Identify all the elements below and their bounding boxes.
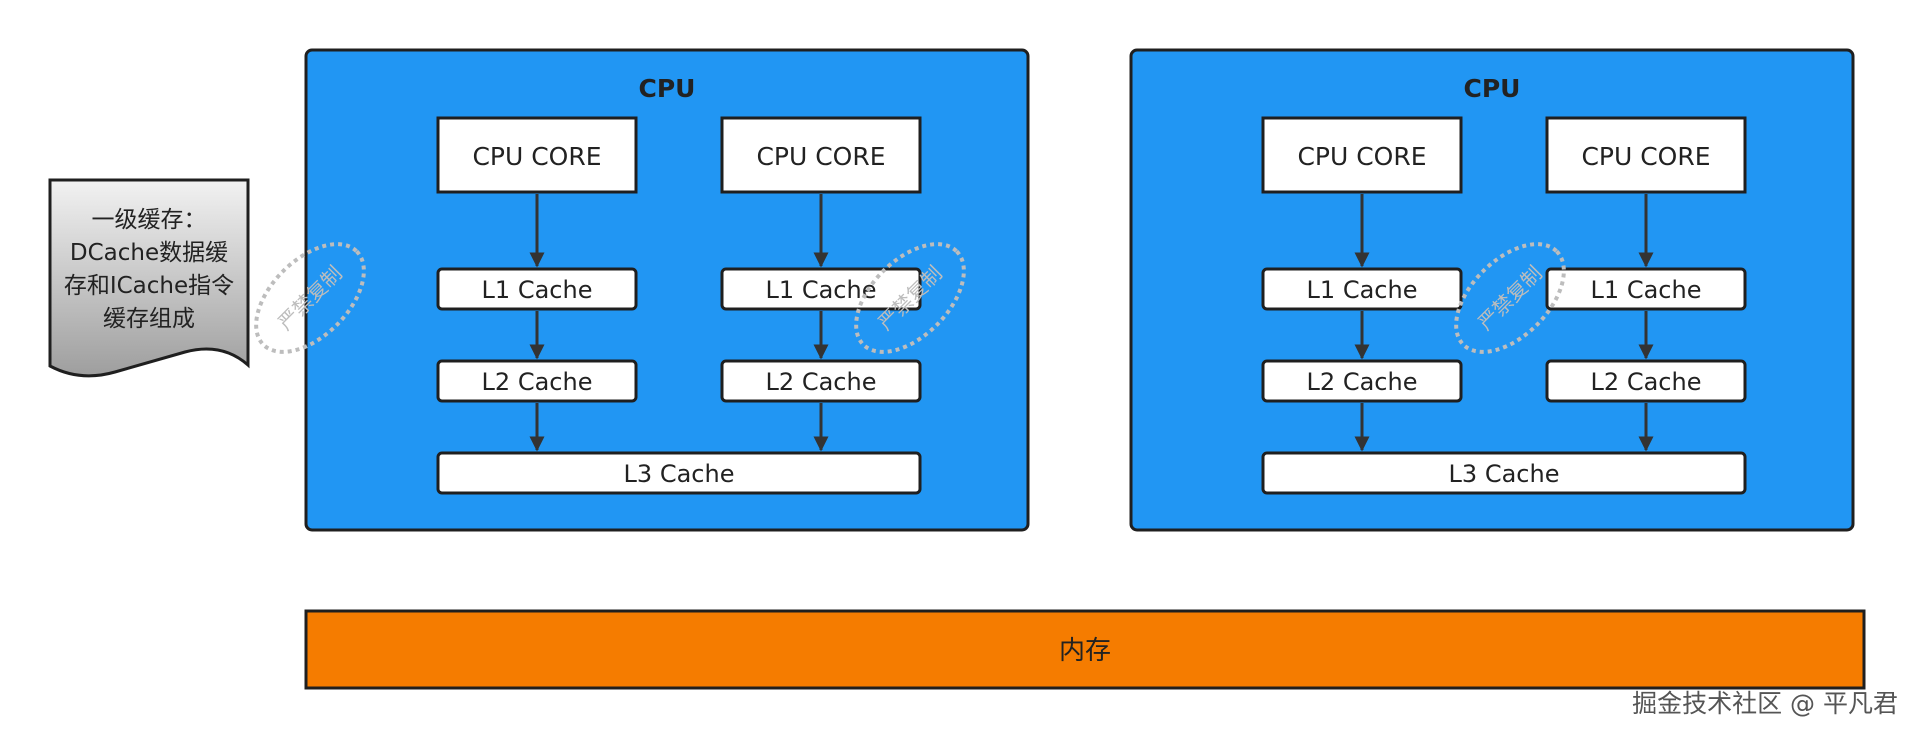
cpu-2-core-1: [1261, 116, 1463, 194]
cpu-2-l3-cache-label: L3 Cache: [1449, 460, 1560, 488]
memory-bar: [304, 609, 1866, 690]
cpu-1-l1-cache-2: [720, 267, 922, 311]
cpu-1-core-2: [720, 116, 922, 194]
note-line-3: 存和ICache指令: [64, 273, 234, 299]
note-line-2: DCache数据缓: [70, 240, 228, 266]
cpu-2: CPU CPU CORE CPU CORE L1 Cache L1 Cache …: [1129, 48, 1855, 532]
cpu-2-l3-cache: [1261, 451, 1747, 495]
cpu-1-l3-cache-label: L3 Cache: [624, 460, 735, 488]
cpu-2-l1-cache-2-label: L1 Cache: [1591, 276, 1702, 304]
cpu-1-l1-cache-2-label: L1 Cache: [766, 276, 877, 304]
note-line-4: 缓存组成: [103, 306, 195, 332]
cpu-2-l2-cache-2: [1545, 359, 1747, 403]
cpu-2-l2-cache-1: [1261, 359, 1463, 403]
l1-cache-note: 一级缓存： DCache数据缓 存和ICache指令 缓存组成: [48, 178, 250, 378]
cpu-2-l1-cache-1-label: L1 Cache: [1307, 276, 1418, 304]
cpu-2-core-2: [1545, 116, 1747, 194]
cpu-1: CPU CPU CORE CPU CORE L1 Cache L1 Cache …: [304, 48, 1030, 532]
watermark-2-ring: [854, 242, 966, 354]
cpu-2-l1-cache-2: [1545, 267, 1747, 311]
cpu-1-core-1-label: CPU CORE: [472, 142, 601, 171]
cpu-1-l2-cache-1: [436, 359, 638, 403]
cpu-2-title: CPU: [1464, 74, 1521, 103]
cpu-2-core-2-label: CPU CORE: [1581, 142, 1710, 171]
cpu-1-l3-cache: [436, 451, 922, 495]
watermark-3-ring: [1454, 242, 1566, 354]
cpu-1-l2-cache-2-label: L2 Cache: [766, 368, 877, 396]
cpu-1-l1-cache-1: [436, 267, 638, 311]
memory: 内存: [304, 609, 1866, 690]
credit-text: 掘金技术社区 @ 平凡君: [1632, 689, 1898, 718]
cpu-1-l1-cache-1-label: L1 Cache: [482, 276, 593, 304]
cpu-2-core-1-label: CPU CORE: [1297, 142, 1426, 171]
cpu-1-l2-cache-2: [720, 359, 922, 403]
cpu-2-l2-cache-2-label: L2 Cache: [1591, 368, 1702, 396]
cpu-1-core-1: [436, 116, 638, 194]
cpu-1-title: CPU: [639, 74, 696, 103]
cpu-1-l2-cache-1-label: L2 Cache: [482, 368, 593, 396]
note-line-1: 一级缓存：: [92, 207, 207, 233]
memory-label: 内存: [1059, 636, 1111, 666]
cpu-2-l2-cache-1-label: L2 Cache: [1307, 368, 1418, 396]
cpu-2-l1-cache-1: [1261, 267, 1463, 311]
note-document-shape: [48, 178, 250, 378]
cpu-1-core-2-label: CPU CORE: [756, 142, 885, 171]
